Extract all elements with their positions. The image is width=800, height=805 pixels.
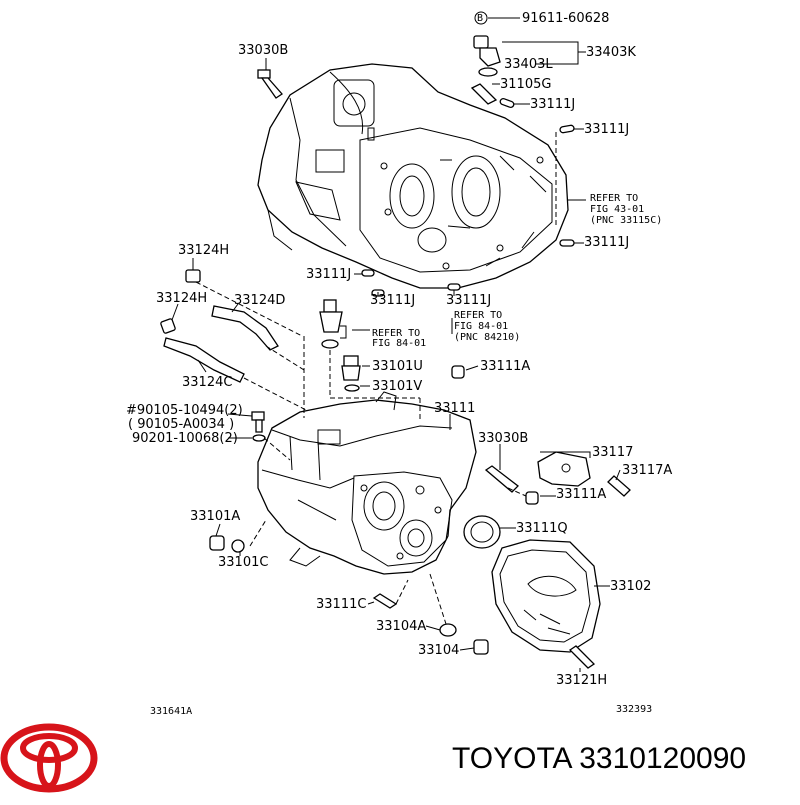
small-parts — [160, 35, 631, 669]
label-33121H: 33121H — [556, 673, 607, 688]
label-33111J-3: 33111J — [584, 235, 629, 250]
label-33101A: 33101A — [190, 509, 240, 524]
bracket-33124D — [211, 305, 279, 351]
label-33111A-2: 33111A — [556, 487, 606, 502]
label-33124H-1: 33124H — [178, 243, 229, 258]
label-33111J-4: 33111J — [306, 267, 351, 282]
ref-84-01b-line1: REFER TO — [372, 328, 420, 339]
label-33030B-mid: 33030B — [478, 431, 528, 446]
label-33101V: 33101V — [372, 379, 422, 394]
label-91611-60628: 91611-60628 — [522, 11, 609, 26]
upper-transaxle-case — [257, 63, 569, 289]
label-33403K: 33403K — [586, 45, 636, 60]
b-marker-label: B — [477, 13, 483, 24]
label-33124C: 33124C — [182, 375, 232, 390]
diagram-code-right: 332393 — [616, 704, 652, 715]
diagram-code-left: 331641A — [150, 706, 192, 717]
label-33111J-2: 33111J — [584, 122, 629, 137]
label-33101U: 33101U — [372, 359, 423, 374]
label-33030B-top: 33030B — [238, 43, 288, 58]
bracket-33117 — [537, 451, 591, 487]
leader-lines — [171, 17, 621, 672]
b-circle-marker — [474, 11, 488, 25]
label-33117A: 33117A — [622, 463, 672, 478]
ref-84-01a-line3: (PNC 84210) — [454, 332, 520, 343]
label-33111Q: 33111Q — [516, 521, 568, 536]
toyota-logo-icon — [0, 723, 98, 793]
label-33124D: 33124D — [234, 293, 285, 308]
label-90105-10494: #90105-10494(2) — [126, 403, 243, 418]
ref-84-01a-line1: REFER TO — [454, 310, 502, 321]
label-33111: 33111 — [434, 401, 475, 416]
case-cover-33102 — [491, 539, 601, 653]
label-33117: 33117 — [592, 445, 633, 460]
ref-43-01-line3: (PNC 33115C) — [590, 215, 662, 226]
ref-84-01a-line2: FIG 84-01 — [454, 321, 508, 332]
lower-transaxle-case — [257, 391, 477, 575]
label-33104: 33104 — [418, 643, 459, 658]
label-33111J-5: 33111J — [370, 293, 415, 308]
label-33403L: 33403L — [504, 57, 553, 72]
label-33102: 33102 — [610, 579, 651, 594]
label-33111J-1: 33111J — [530, 97, 575, 112]
label-90201-10068: 90201-10068(2) — [132, 431, 238, 446]
label-33104A: 33104A — [376, 619, 426, 634]
ref-84-01b-line2: FIG 84-01 — [372, 338, 426, 349]
part-labels: B 91611-60628 33403K 33403L 33030B 31105… — [126, 11, 672, 717]
label-33111A-1: 33111A — [480, 359, 530, 374]
label-33101C: 33101C — [218, 555, 268, 570]
bracket-33124C — [163, 337, 245, 383]
brand-caption: TOYOTA 3310120090 — [452, 742, 747, 775]
label-31105G: 31105G — [500, 77, 551, 92]
label-33111J-6: 33111J — [446, 293, 491, 308]
oil-seal-33111Q — [463, 515, 501, 549]
ref-43-01-line2: FIG 43-01 — [590, 204, 644, 215]
label-33111C: 33111C — [316, 597, 366, 612]
label-33124H-2: 33124H — [156, 291, 207, 306]
label-90105-A0034: ( 90105-A0034 ) — [128, 417, 234, 432]
ref-43-01-line1: REFER TO — [590, 193, 638, 204]
